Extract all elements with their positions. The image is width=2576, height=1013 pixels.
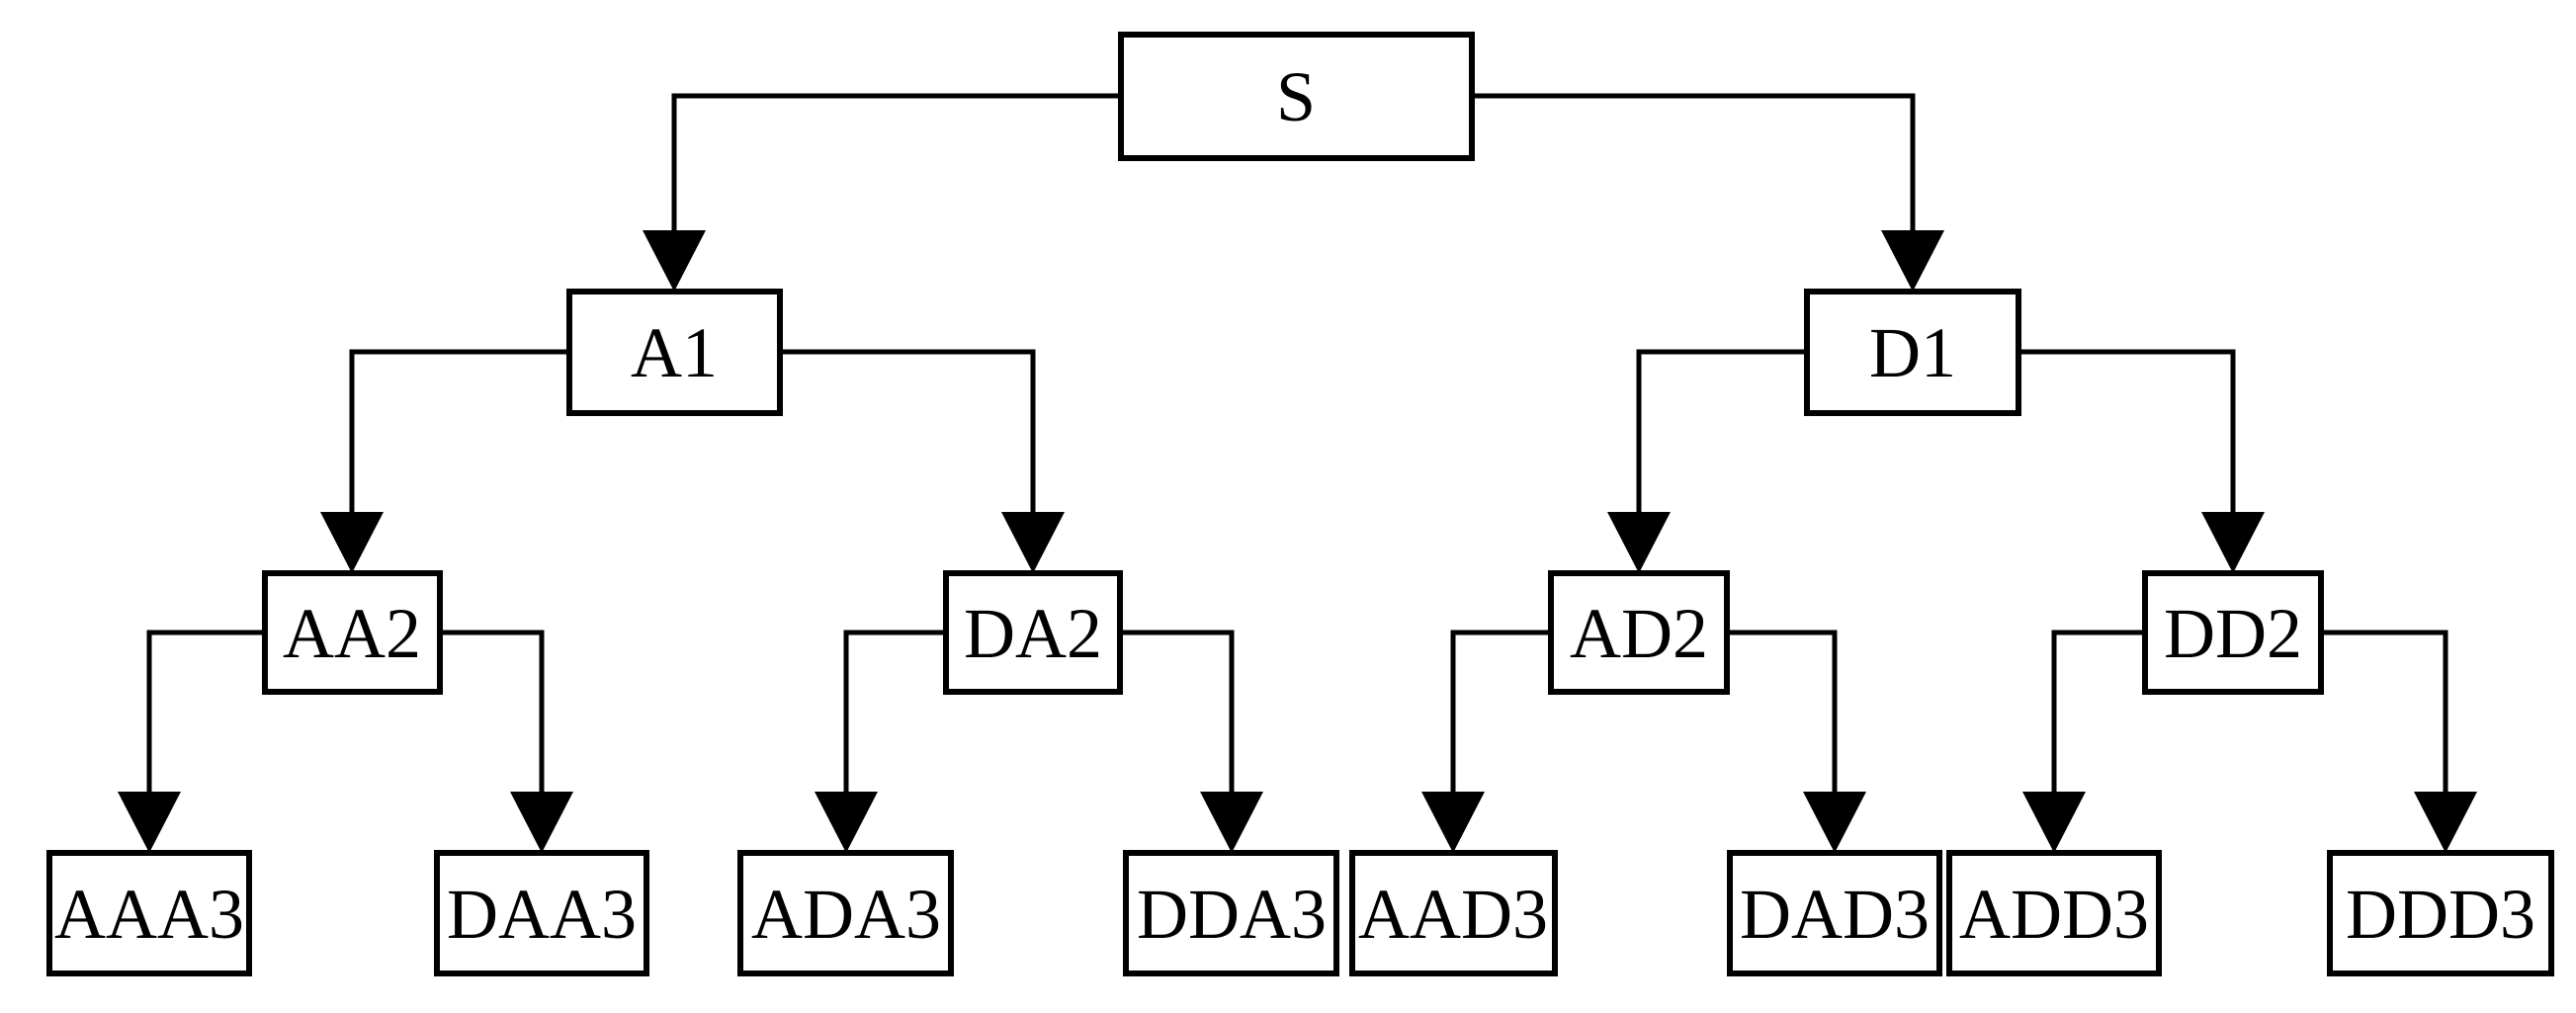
node-AAA3-box [46,850,252,976]
edge-DD2-ADD3 [2051,630,2145,792]
node-AA2-label: AA2 [283,594,421,673]
nodes: S A1 D1 AA2 DA2 AD2 [46,32,2554,976]
edge-AD2-AAD3 [1450,630,1551,792]
node-DDA3-label: DDA3 [1137,875,1327,954]
node-A1: A1 [566,289,783,416]
node-AAD3: AAD3 [1349,850,1558,976]
node-DAA3-box [434,850,649,976]
edge-AA2-DAA3 [440,630,545,792]
arrowhead-AD2-AAD3-icon [1421,792,1485,853]
node-ADD3-box [1946,850,2162,976]
edge-D1-AD2 [1636,349,1807,512]
edge-DD2-DDD3 [2321,630,2448,792]
arrowhead-D1-DD2-icon [2201,512,2265,573]
node-ADD3: ADD3 [1946,850,2162,976]
node-D1: D1 [1804,289,2021,416]
node-DA2: DA2 [943,570,1123,695]
node-AA2-box [262,570,443,695]
node-D1-box [1804,289,2021,416]
node-DAA3-label: DAA3 [447,875,637,954]
arrowhead-DD2-DDD3-icon [2414,792,2477,853]
arrowhead-AD2-DAD3-icon [1803,792,1866,853]
node-AAD3-label: AAD3 [1358,875,1548,954]
edge-AA2-AAA3 [146,630,265,792]
node-DA2-label: DA2 [964,594,1102,673]
arrowhead-AA2-AAA3-icon [118,792,181,853]
node-D1-label: D1 [1869,313,1956,392]
node-DDA3: DDA3 [1123,850,1339,976]
node-AAA3-label: AAA3 [54,875,244,954]
node-AAA3: AAA3 [46,850,252,976]
arrowhead-AA2-DAA3-icon [510,792,573,853]
node-S-box [1118,32,1475,161]
node-AD2-box [1548,570,1730,695]
node-ADA3-label: ADA3 [751,875,941,954]
node-ADA3: ADA3 [737,850,954,976]
node-AD2: AD2 [1548,570,1730,695]
node-DAD3-label: DAD3 [1740,875,1930,954]
node-S-label: S [1276,57,1316,136]
node-DAD3-box [1727,850,1942,976]
edges [118,93,2477,853]
arrowhead-D1-AD2-icon [1607,512,1671,573]
arrowhead-DA2-ADA3-icon [815,792,878,853]
edge-DA2-DDA3 [1120,630,1235,792]
edge-AD2-DAD3 [1727,630,1838,792]
edge-S-D1 [1472,93,1916,230]
arrowhead-A1-AA2-icon [320,512,384,573]
node-DDD3-box [2327,850,2554,976]
node-DD2: DD2 [2142,570,2324,695]
node-DAA3: DAA3 [434,850,649,976]
node-DAD3: DAD3 [1727,850,1942,976]
arrowhead-DD2-ADD3-icon [2022,792,2086,853]
arrowhead-S-A1-icon [643,230,706,292]
node-DDA3-box [1123,850,1339,976]
edge-A1-AA2 [349,349,569,512]
arrowhead-S-D1-icon [1881,230,1944,292]
edge-DA2-ADA3 [843,630,946,792]
edge-S-A1 [671,93,1121,230]
node-AD2-label: AD2 [1570,594,1708,673]
node-ADD3-label: ADD3 [1959,875,2149,954]
node-S: S [1118,32,1475,161]
arrowhead-DA2-DDA3-icon [1200,792,1263,853]
node-ADA3-box [737,850,954,976]
edge-D1-DD2 [2018,349,2236,512]
node-DD2-box [2142,570,2324,695]
node-A1-box [566,289,783,416]
arrowhead-A1-DA2-icon [1001,512,1065,573]
node-AA2: AA2 [262,570,443,695]
node-DD2-label: DD2 [2164,594,2302,673]
node-A1-label: A1 [631,313,718,392]
node-DDD3: DDD3 [2327,850,2554,976]
node-DDD3-label: DDD3 [2346,875,2535,954]
edge-A1-DA2 [780,349,1036,512]
node-DA2-box [943,570,1123,695]
node-AAD3-box [1349,850,1558,976]
